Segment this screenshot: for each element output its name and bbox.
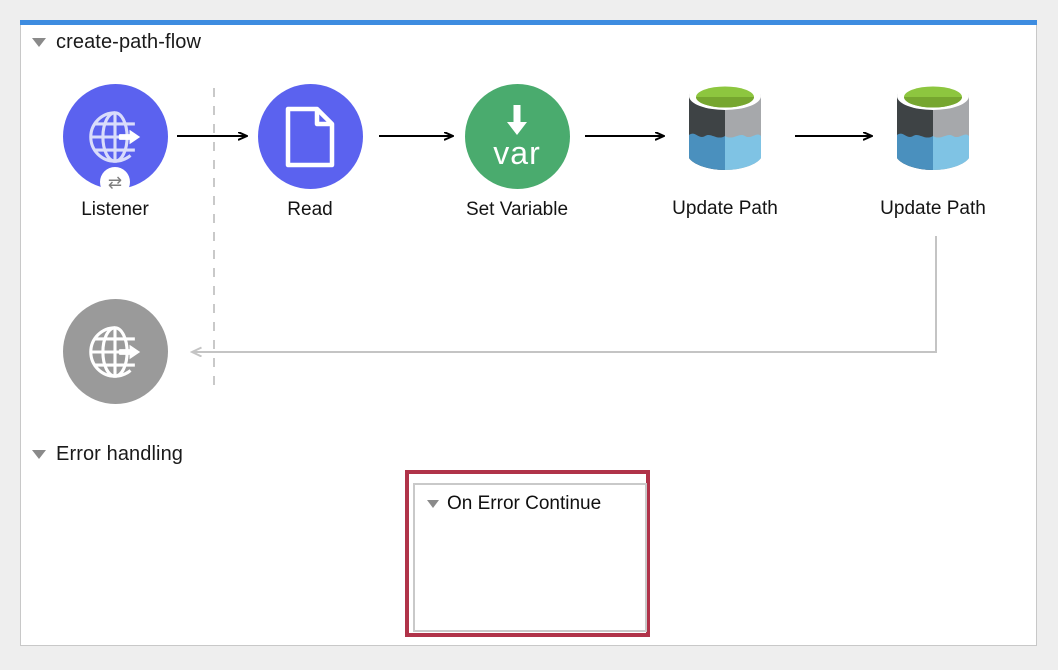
set-variable-node-circle[interactable]: var bbox=[464, 84, 570, 189]
flow-node-label: Update Path bbox=[880, 198, 986, 219]
database-cylinder-icon bbox=[897, 82, 969, 170]
globe-arrow-icon bbox=[89, 325, 141, 378]
response-node-circle[interactable] bbox=[62, 299, 168, 404]
flow-node-set-variable[interactable]: var Set Variable bbox=[442, 84, 592, 221]
flow-node-update-path-2[interactable]: Update Path bbox=[858, 78, 1008, 220]
globe-arrow-icon bbox=[89, 110, 141, 163]
triangle-down-icon[interactable] bbox=[427, 500, 439, 508]
on-error-continue-header[interactable]: On Error Continue bbox=[415, 485, 645, 515]
triangle-down-icon[interactable] bbox=[32, 38, 46, 47]
var-arrow-down-icon: var bbox=[493, 105, 541, 172]
panel-top-accent-bar bbox=[20, 20, 1037, 25]
page-title: create-path-flow bbox=[56, 31, 201, 53]
arrow-down-icon bbox=[506, 105, 527, 136]
on-error-continue-scope[interactable]: On Error Continue bbox=[405, 470, 650, 637]
var-text-label: var bbox=[493, 135, 541, 172]
on-error-continue-title: On Error Continue bbox=[447, 493, 602, 514]
file-document-icon bbox=[285, 106, 335, 167]
flow-section-header[interactable]: create-path-flow bbox=[32, 31, 201, 54]
flow-node-label: Read bbox=[287, 199, 333, 220]
database-cylinder-icon bbox=[689, 82, 761, 170]
triangle-down-icon[interactable] bbox=[32, 450, 46, 459]
flow-node-label: Update Path bbox=[672, 198, 778, 219]
error-handling-title: Error handling bbox=[56, 443, 184, 465]
bidirectional-arrows-badge-icon: ⇄ bbox=[100, 167, 130, 197]
flow-node-read[interactable]: Read bbox=[235, 84, 385, 221]
flow-node-response-disabled[interactable] bbox=[40, 299, 190, 414]
error-handling-section-header[interactable]: Error handling bbox=[32, 443, 183, 466]
flow-node-update-path-1[interactable]: Update Path bbox=[650, 78, 800, 220]
listener-node-circle[interactable]: ⇄ bbox=[62, 84, 168, 197]
flow-node-label: Listener bbox=[81, 199, 149, 220]
flow-node-listener[interactable]: ⇄ Listener bbox=[40, 84, 190, 221]
read-node-circle[interactable] bbox=[257, 84, 363, 189]
flow-node-label: Set Variable bbox=[465, 199, 569, 220]
on-error-continue-inner-box: On Error Continue bbox=[413, 483, 647, 632]
